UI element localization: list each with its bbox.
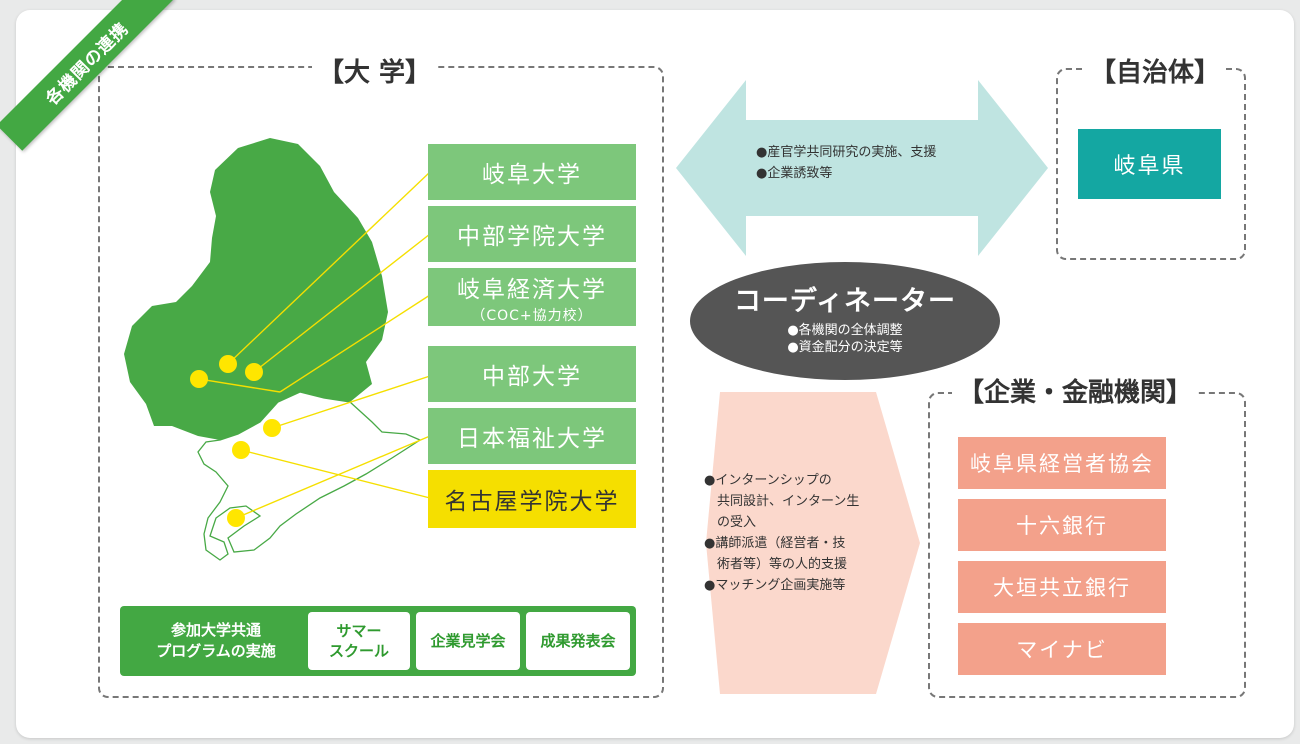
location-dot bbox=[219, 355, 237, 373]
university-chubu: 中部大学 bbox=[428, 346, 636, 402]
company-tour-box: 企業見学会 bbox=[416, 612, 520, 670]
location-dot bbox=[232, 441, 250, 459]
companies-title: 【企業・金融機関】 bbox=[952, 378, 1199, 408]
aichi-prefecture-outline bbox=[197, 391, 422, 561]
municipality-title: 【自治体】 bbox=[1084, 58, 1227, 88]
results-presentation-box: 成果発表会 bbox=[526, 612, 630, 670]
university-chubu-gakuin: 中部学院大学 bbox=[428, 206, 636, 262]
coordinator-title: コーディネーター bbox=[733, 286, 957, 317]
common-program-label: 参加大学共通 プログラムの実施 bbox=[156, 621, 276, 660]
university-title: 【大 学】 bbox=[312, 58, 438, 88]
coordinator-ellipse: コーディネーター ●各機関の全体調整 ●資金配分の決定等 bbox=[690, 262, 1000, 380]
university-nihon-fukushi: 日本福祉大学 bbox=[428, 408, 636, 464]
company-juroku-bank: 十六銀行 bbox=[958, 499, 1166, 551]
location-dot bbox=[263, 419, 281, 437]
company-gifu-employers: 岐阜県経営者協会 bbox=[958, 437, 1166, 489]
gifu-aichi-map bbox=[124, 138, 431, 561]
horizontal-double-arrow bbox=[676, 80, 1048, 256]
coc-note: （COC+協力校） bbox=[471, 307, 593, 324]
arrow-bottom-text: ●インターンシップの 共同設計、インターン生 の受入 ●講師派遣（経営者・技 術… bbox=[704, 473, 860, 593]
common-program-bar: 参加大学共通 プログラムの実施 サマー スクール 企業見学会 成果発表会 bbox=[120, 606, 636, 676]
university-nagoya-gakuin: 名古屋学院大学 bbox=[428, 470, 636, 528]
location-dot bbox=[190, 370, 208, 388]
vertical-double-arrow bbox=[706, 392, 920, 694]
summer-school-box: サマー スクール bbox=[308, 612, 410, 670]
university-gifu-keizai: 岐阜経済大学 （COC+協力校） bbox=[428, 268, 636, 326]
location-dot bbox=[227, 509, 245, 527]
company-mynavi: マイナビ bbox=[958, 623, 1166, 675]
gifu-prefecture-shape bbox=[124, 138, 388, 440]
location-dot bbox=[245, 363, 263, 381]
coordinator-line: ●各機関の全体調整 bbox=[787, 323, 903, 338]
arrow-top-text: ●産官学共同研究の実施、支援 ●企業誘致等 bbox=[756, 145, 937, 181]
company-ogaki-kyoritsu-bank: 大垣共立銀行 bbox=[958, 561, 1166, 613]
coordinator-line: ●資金配分の決定等 bbox=[787, 340, 903, 355]
university-gifu: 岐阜大学 bbox=[428, 144, 636, 200]
gifu-prefecture-box: 岐阜県 bbox=[1078, 129, 1221, 199]
